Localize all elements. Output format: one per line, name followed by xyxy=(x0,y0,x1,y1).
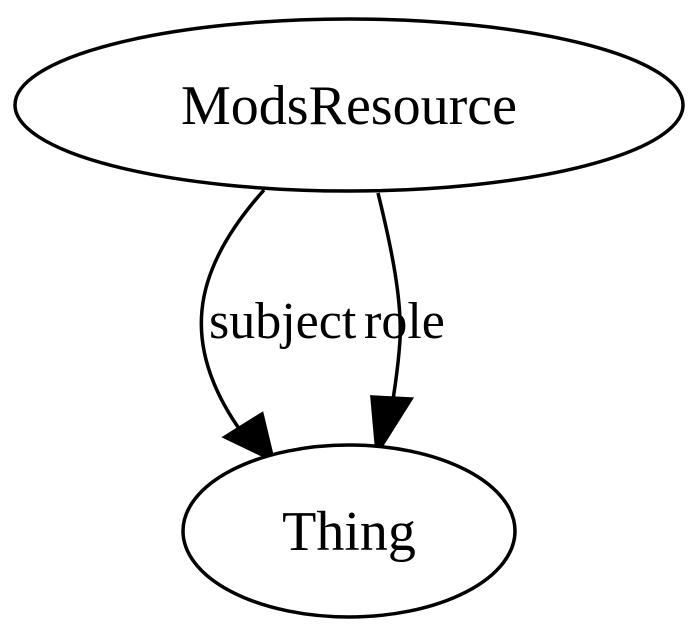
edge-role-label: role xyxy=(364,293,445,350)
edge-role-line xyxy=(376,192,403,401)
edge-subject-arrowhead xyxy=(221,411,276,464)
edge-subject-label: subject xyxy=(209,293,357,350)
node-modsresource-label: ModsResource xyxy=(181,75,517,137)
edge-subject[interactable]: subject xyxy=(199,188,357,464)
node-modsresource[interactable]: ModsResource xyxy=(13,17,685,193)
edge-subject-line xyxy=(199,188,266,432)
edge-role[interactable]: role xyxy=(364,192,445,459)
node-thing-label: Thing xyxy=(282,501,416,563)
node-thing-ellipse xyxy=(181,443,517,619)
node-modsresource-ellipse xyxy=(13,17,685,193)
edge-role-arrowhead xyxy=(370,395,415,459)
node-thing[interactable]: Thing xyxy=(181,443,517,619)
